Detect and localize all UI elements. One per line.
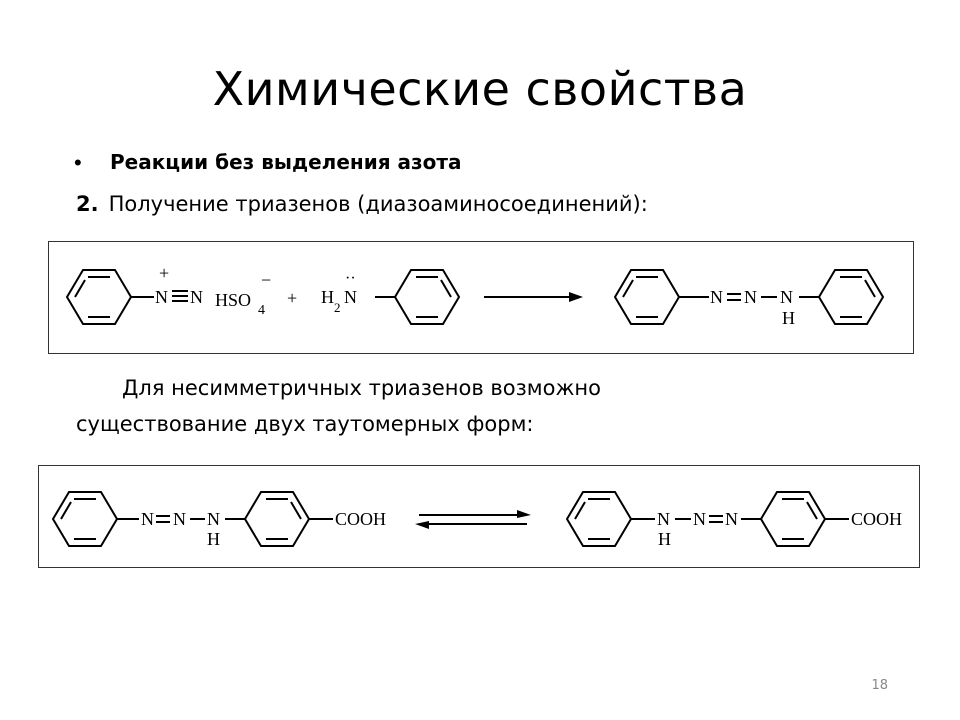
reaction-scheme-1: + N N HSO 4 − + H 2 ·· N N N N H <box>48 241 914 354</box>
anion-subscript: 4 <box>258 303 265 318</box>
right-carboxyl-group: COOH <box>851 509 902 529</box>
left-nitrogen-3: N <box>207 509 220 529</box>
positive-charge: + <box>159 263 169 283</box>
benzene-ring-6 <box>243 491 311 547</box>
left-carboxyl-group: COOH <box>335 509 386 529</box>
benzene-ring-1 <box>65 269 133 325</box>
left-nitrogen-1: N <box>141 509 154 529</box>
plus-sign: + <box>287 288 297 308</box>
slide-title: Химические свойства <box>212 62 748 116</box>
bullet-heading: Реакции без выделения азота <box>110 150 462 174</box>
paragraph-line-2: существование двух таутомерных форм: <box>76 412 534 436</box>
tautomer-paragraph: Для несимметричных триазенов возможно су… <box>76 370 896 442</box>
reaction-arrowhead <box>569 292 583 302</box>
hydrogensulfate-anion: HSO <box>215 290 251 310</box>
diazonium-nitrogen-1: N <box>155 287 168 307</box>
item-number: 2. <box>76 192 99 216</box>
reaction-scheme-2: N N N H COOH N H N N COOH <box>38 465 920 568</box>
benzene-ring-5 <box>51 491 119 547</box>
left-nitrogen-2: N <box>173 509 186 529</box>
lone-pair: ·· <box>345 270 356 287</box>
benzene-ring-7 <box>565 491 633 547</box>
bullet-marker: • <box>74 150 82 175</box>
item-text: Получение триазенов (диазоаминосоединени… <box>108 192 648 216</box>
reaction-2-drawing: N N N H COOH N H N N COOH <box>51 491 902 549</box>
triazene-nitrogen-3: N <box>780 287 793 307</box>
right-nitrogen-3: N <box>725 509 738 529</box>
paragraph-line-1: Для несимметричных триазенов возможно <box>122 376 601 400</box>
diazonium-nitrogen-2: N <box>190 287 203 307</box>
forward-arrowhead <box>517 510 531 518</box>
triazene-nitrogen-1: N <box>710 287 723 307</box>
numbered-item: 2. Получение триазенов (диазоаминосоедине… <box>76 192 648 216</box>
reaction-1-drawing: + N N HSO 4 − + H 2 ·· N N N N H <box>65 263 885 328</box>
benzene-ring-8 <box>759 491 827 547</box>
page-number: 18 <box>871 678 888 693</box>
amine-hydrogen: H <box>321 287 334 307</box>
triazene-nitrogen-2: N <box>744 287 757 307</box>
right-nitrogen-2: N <box>693 509 706 529</box>
triazene-hydrogen: H <box>782 308 795 328</box>
benzene-ring-4 <box>817 269 885 325</box>
amine-nitrogen: N <box>344 287 357 307</box>
benzene-ring-3 <box>613 269 681 325</box>
right-hydrogen: H <box>658 529 671 549</box>
right-nitrogen-1: N <box>657 509 670 529</box>
reverse-arrowhead <box>415 521 429 529</box>
amine-subscript: 2 <box>334 300 341 315</box>
negative-charge: − <box>261 270 271 290</box>
left-hydrogen: H <box>207 529 220 549</box>
benzene-ring-2 <box>393 269 461 325</box>
